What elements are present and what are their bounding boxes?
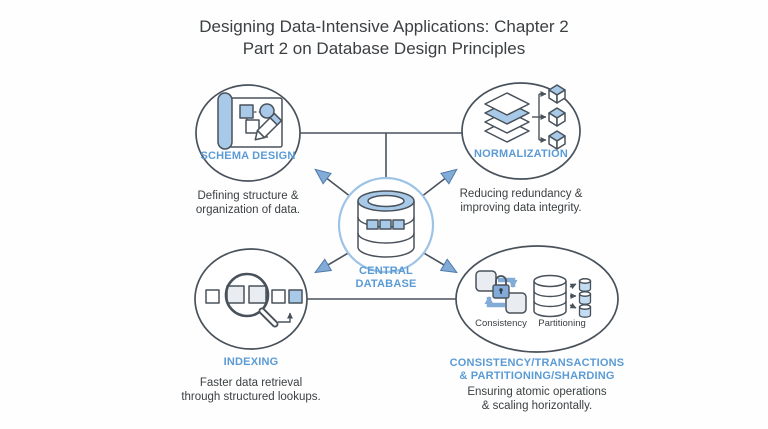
page-title-line2: Part 2 on Database Design Principles [242, 39, 526, 58]
central-database-label: CENTRAL DATABASE [355, 265, 416, 291]
normalization-label: NORMALIZATION [473, 148, 569, 160]
page-title: Designing Data-Intensive Applications: C… [0, 16, 768, 60]
indexing-label: INDEXING [223, 356, 279, 368]
consistency-sub-label: Consistency [475, 318, 527, 329]
arrow-down-left [314, 251, 351, 274]
magnifier-blocks-icon [205, 272, 303, 328]
consistency-partitioning-label-line1: CONSISTENCY/TRANSACTIONS [449, 357, 625, 369]
normalization-description: Reducing redundancy & improving data int… [459, 188, 583, 214]
consistency-partitioning-label: CONSISTENCY/TRANSACTIONS & PARTITIONING/… [450, 357, 625, 383]
arrow-up-left [314, 168, 352, 198]
layers-to-cubes-icon [484, 84, 566, 150]
page-title-line1: Designing Data-Intensive Applications: C… [199, 17, 569, 36]
database-cylinder-icon [357, 190, 415, 258]
schema-design-description: Defining structure & organization of dat… [195, 190, 301, 216]
central-database-label-line1: CENTRAL [359, 265, 413, 277]
consistency-partitioning-description: Ensuring atomic operations & scaling hor… [467, 386, 607, 412]
arrow-up-right [420, 168, 458, 198]
indexing-description: Faster data retrieval through structured… [181, 377, 321, 403]
partitioning-sub-label: Partitioning [538, 318, 586, 329]
central-database-label-line2: DATABASE [355, 278, 417, 290]
schema-design-label: SCHEMA DESIGN [200, 150, 296, 162]
database-shards-icon [533, 274, 592, 318]
consistency-partitioning-label-line2: & PARTITIONING/SHARDING [459, 370, 615, 382]
lock-sync-icon [475, 270, 527, 314]
arrow-down-right [421, 251, 458, 274]
blueprint-pencil-icon [217, 92, 283, 150]
